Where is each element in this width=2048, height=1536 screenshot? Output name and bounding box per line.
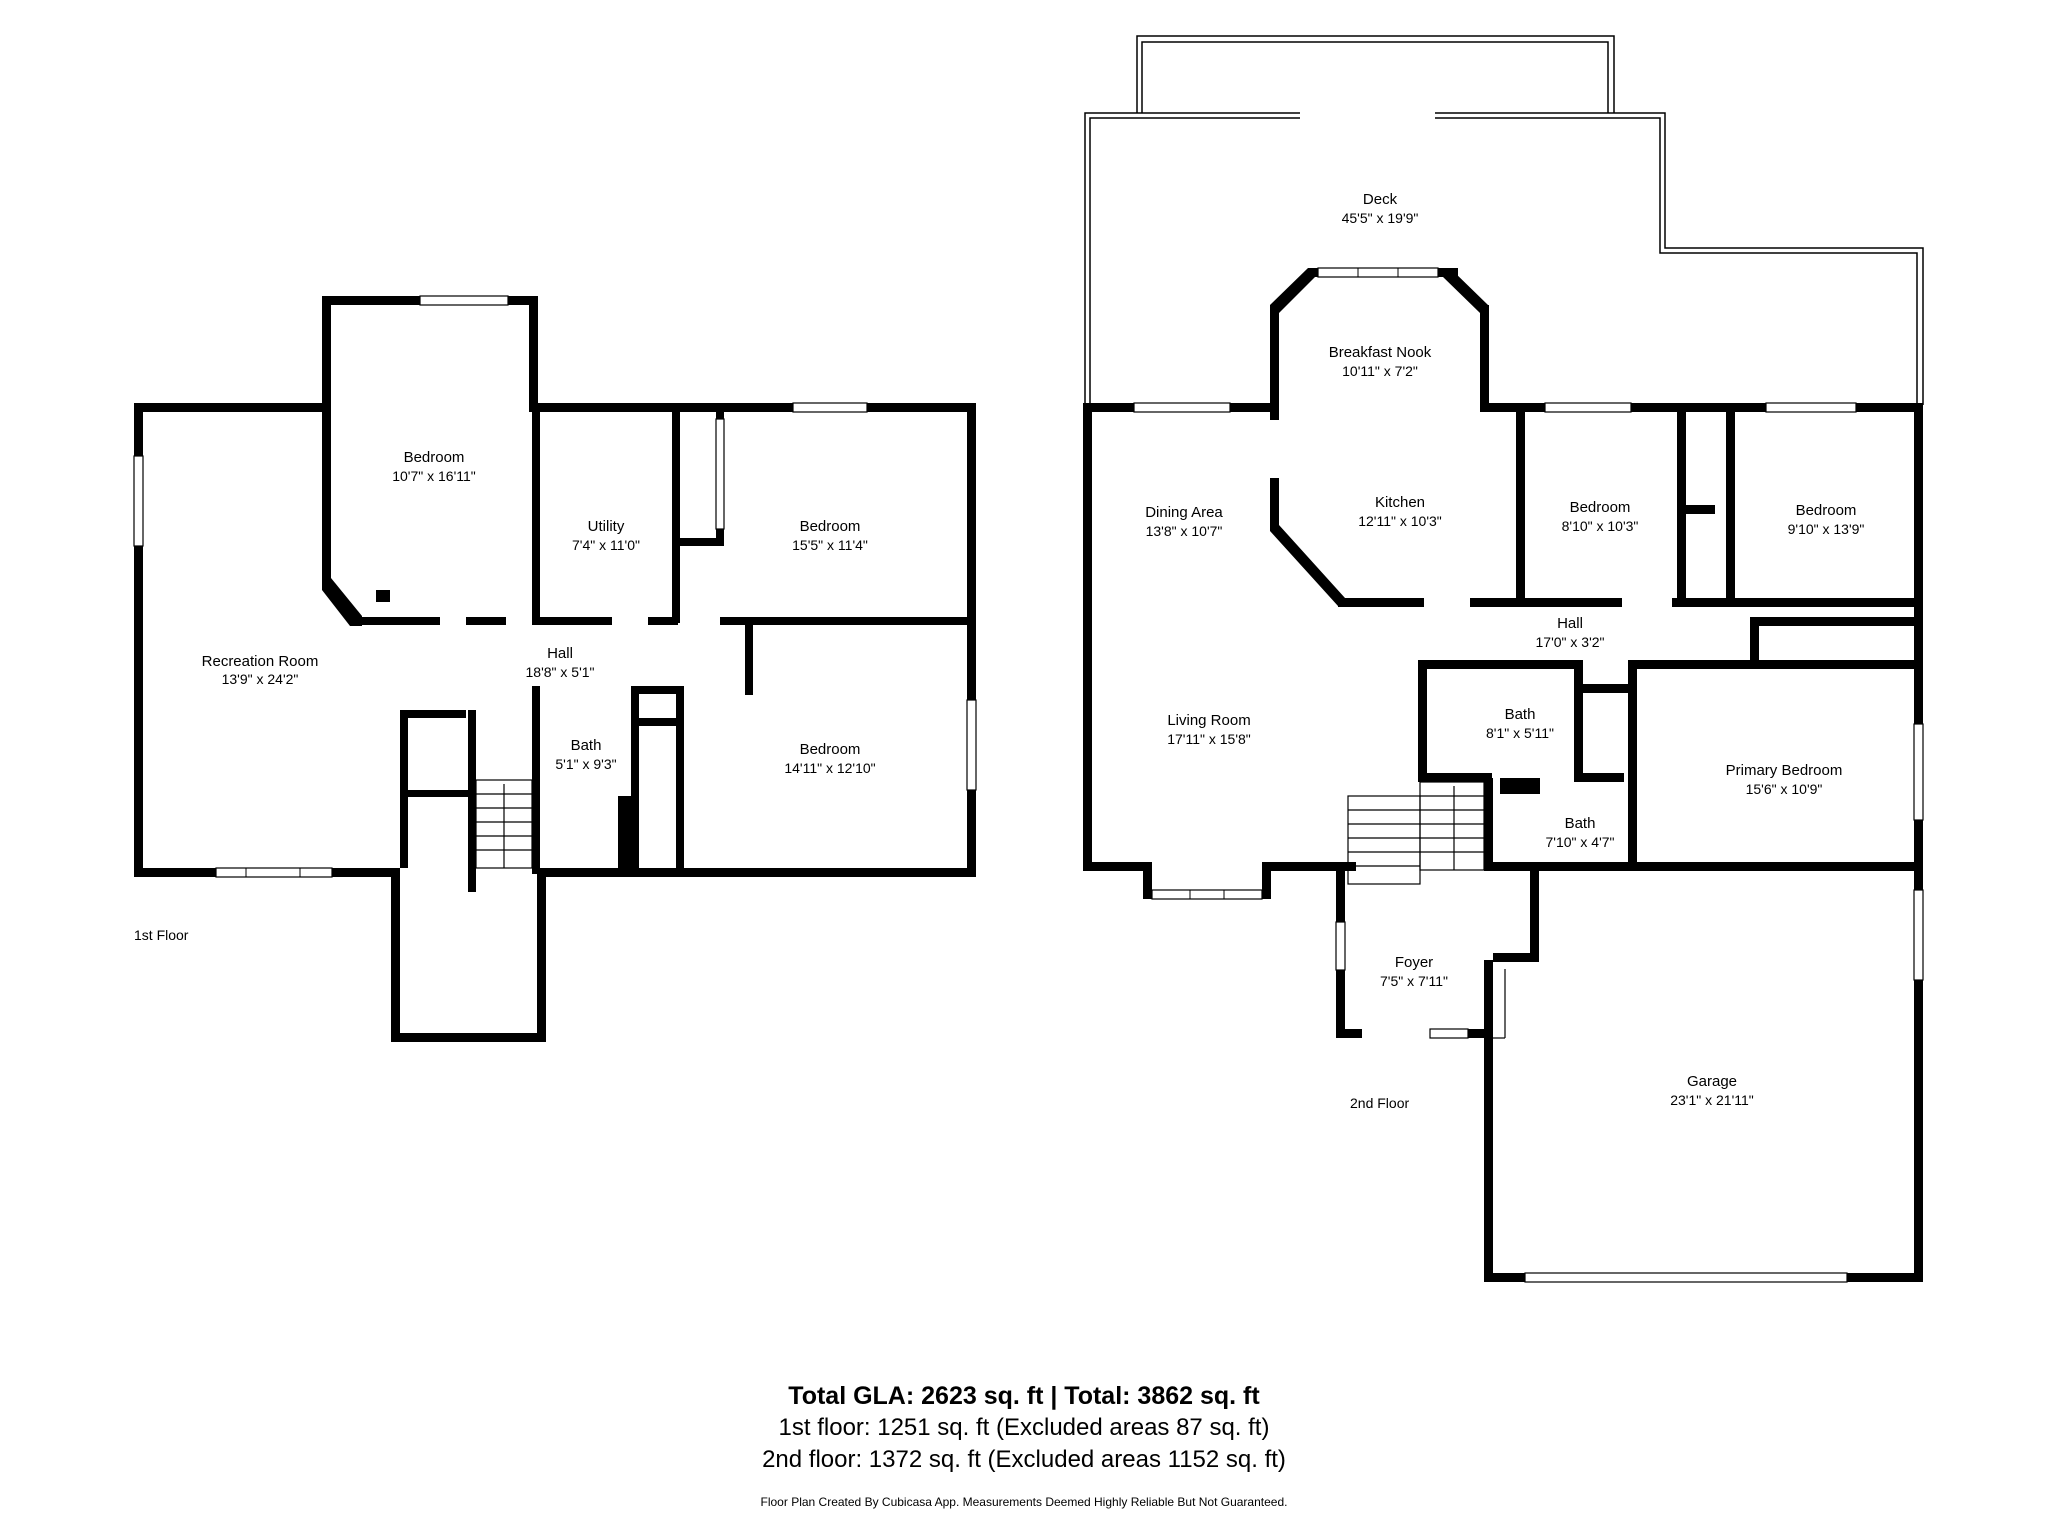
room-dimensions: 15'5" x 11'4" [792,537,868,553]
room-name: Bath [571,737,602,754]
room-dimensions: 13'9" x 24'2" [222,671,299,687]
room-dimensions: 8'10" x 10'3" [1562,518,1639,534]
room-name: Bedroom [800,741,861,758]
room-dimensions: 7'10" x 4'7" [1546,834,1615,850]
room-name: Hall [1557,615,1583,632]
room-dimensions: 14'11" x 12'10" [784,760,875,776]
room-dimensions: 23'1" x 21'11" [1670,1092,1754,1108]
floor-label-second: 2nd Floor [1350,1095,1409,1111]
disclaimer-credit: Floor Plan Created By Cubicasa App. Meas… [760,1495,1288,1509]
room-dimensions: 7'4" x 11'0" [572,537,640,553]
floor-label-first: 1st Floor [134,927,189,943]
room-name: Primary Bedroom [1726,762,1843,779]
room-dimensions: 9'10" x 13'9" [1788,521,1865,537]
room-name: Bedroom [404,449,465,466]
room-dimensions: 7'5" x 7'11" [1380,973,1448,989]
room-dimensions: 17'0" x 3'2" [1536,634,1605,650]
room-name: Kitchen [1375,494,1425,511]
room-name: Bath [1565,815,1596,832]
room-name: Bedroom [800,518,861,535]
room-name: Bath [1505,706,1536,723]
room-name: Bedroom [1570,499,1631,516]
room-name: Recreation Room [202,653,319,670]
room-name: Utility [588,518,625,535]
room-name: Deck [1363,191,1398,208]
room-name: Garage [1687,1073,1737,1090]
room-name: Foyer [1395,954,1433,971]
stairs-first-floor [475,779,533,869]
room-name: Bedroom [1796,502,1857,519]
room-dimensions: 45'5" x 19'9" [1342,210,1419,226]
room-dimensions: 10'11" x 7'2" [1342,363,1418,379]
deck-outline [1084,35,1924,405]
room-name: Hall [547,645,573,662]
room-dimensions: 18'8" x 5'1" [526,664,595,680]
room-name: Living Room [1167,712,1250,729]
first-floor-plan [133,295,977,1042]
total-area-summary: Total GLA: 2623 sq. ft | Total: 3862 sq.… [788,1382,1260,1410]
room-dimensions: 8'1" x 5'11" [1486,725,1554,741]
room-name: Dining Area [1145,504,1223,521]
stairs-second-floor [1347,781,1485,885]
room-dimensions: 17'11" x 15'8" [1167,731,1251,747]
room-dimensions: 13'8" x 10'7" [1146,523,1223,539]
room-name: Breakfast Nook [1329,344,1432,361]
first-floor-area: 1st floor: 1251 sq. ft (Excluded areas 8… [778,1414,1270,1441]
room-labels: Recreation Room 13'9" x 24'2" Bedroom 10… [202,191,1865,1108]
room-dimensions: 12'11" x 10'3" [1358,513,1442,529]
room-dimensions: 10'7" x 16'11" [392,468,476,484]
second-floor-plan [1083,35,1924,1283]
room-dimensions: 15'6" x 10'9" [1746,781,1823,797]
second-floor-area: 2nd floor: 1372 sq. ft (Excluded areas 1… [762,1446,1286,1473]
room-dimensions: 5'1" x 9'3" [555,756,616,772]
